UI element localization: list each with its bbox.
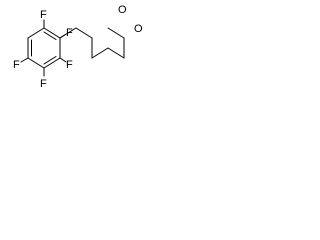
- bond-ring1-4: [27, 57, 45, 69]
- bond-ring1-1: [43, 27, 61, 39]
- bond-ring1-3: [43, 57, 61, 69]
- bond-ring2-6: [107, 27, 125, 39]
- bond-ring2-4: [107, 47, 125, 59]
- bond-biaryl: [59, 27, 77, 39]
- fluorine-label-3: F: [66, 59, 73, 71]
- oxygen-carbonyl-label: O: [118, 4, 127, 16]
- fluorine-label-4: F: [40, 78, 47, 90]
- bonds: [20, 19, 125, 77]
- bond-cf-3: [59, 57, 67, 63]
- background: [0, 0, 153, 100]
- fluorine-label-2: F: [66, 27, 73, 39]
- bond-ring1-inner-1: [43, 31, 57, 40]
- atom-labels: F F F F F O O: [13, 4, 143, 90]
- bond-ring2-3: [91, 47, 109, 59]
- bond-ring1-inner-2: [43, 56, 57, 65]
- molecule-drawing: F F F F F O O: [0, 0, 153, 100]
- fluorine-label-5: F: [13, 59, 20, 71]
- bond-cf-5: [20, 57, 29, 63]
- bond-ring2-1: [75, 27, 93, 39]
- structure-diagram: F F F F F O O: [0, 0, 153, 100]
- fluorine-label-1: F: [40, 9, 47, 21]
- oxygen-ester-label: O: [134, 23, 143, 35]
- bond-ring1-6: [27, 27, 45, 39]
